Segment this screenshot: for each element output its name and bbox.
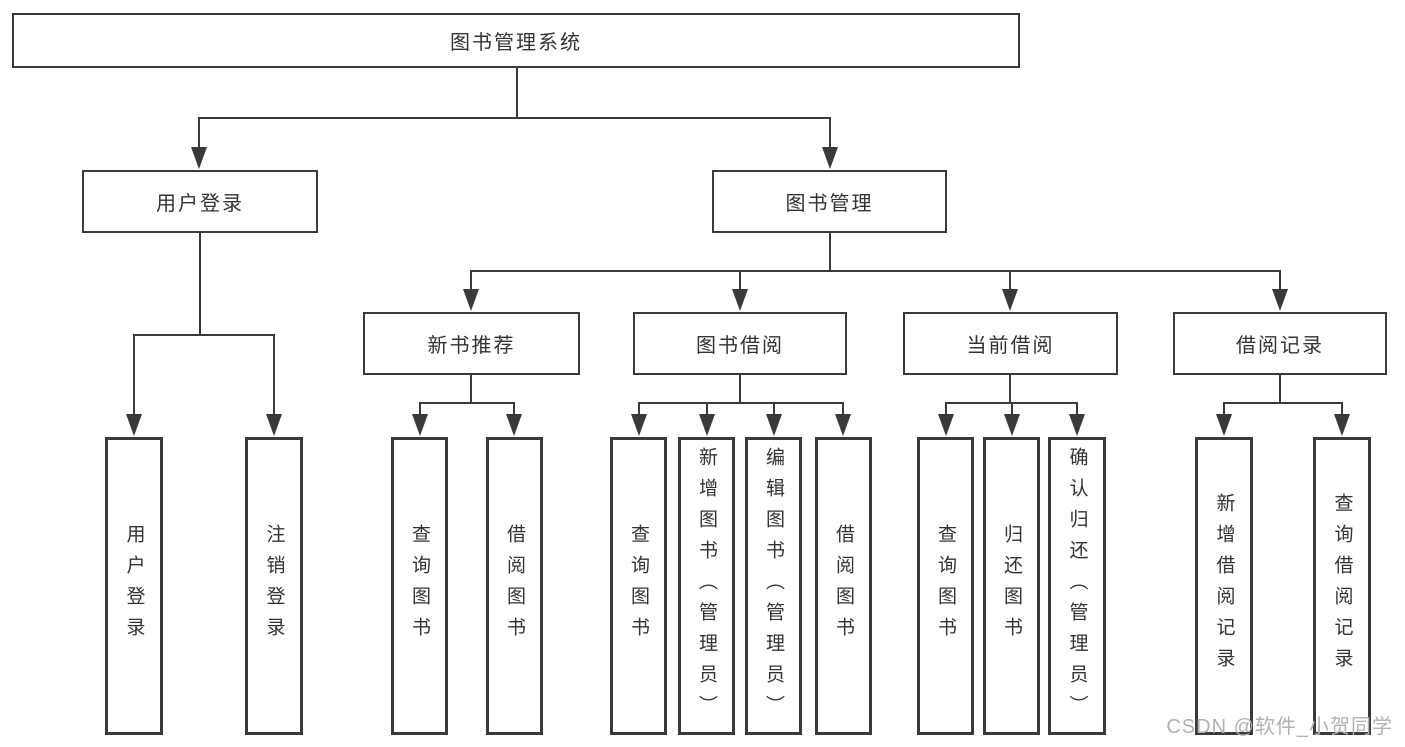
- leaf-query-books-borrow: 查询图书: [610, 437, 667, 735]
- leaf-logout: 注销登录: [245, 437, 303, 735]
- csdn-watermark: CSDN @软件_小贺同学: [1166, 716, 1393, 738]
- leaf-add-borrow-record: 新增借阅记录: [1195, 437, 1253, 735]
- node-library-management-system: 图书管理系统: [12, 13, 1020, 68]
- leaf-query-borrow-record: 查询借阅记录: [1313, 437, 1371, 735]
- node-book-borrow: 图书借阅: [633, 312, 847, 375]
- node-book-management: 图书管理: [712, 170, 947, 233]
- node-new-book-recommend: 新书推荐: [363, 312, 580, 375]
- leaf-user-login: 用户登录: [105, 437, 163, 735]
- node-borrow-record: 借阅记录: [1173, 312, 1387, 375]
- node-current-borrow: 当前借阅: [903, 312, 1118, 375]
- leaf-borrow-books-recommend: 借阅图书: [486, 437, 543, 735]
- leaf-query-books-recommend: 查询图书: [391, 437, 448, 735]
- leaf-return-books: 归还图书: [983, 437, 1040, 735]
- leaf-query-books-current: 查询图书: [917, 437, 974, 735]
- arrowheads: [126, 147, 1350, 436]
- edge-lines: [133, 68, 1343, 417]
- leaf-borrow-books: 借阅图书: [815, 437, 872, 735]
- leaf-confirm-return-admin: 确认归还（管理员）: [1048, 437, 1106, 735]
- node-user-login: 用户登录: [82, 170, 318, 233]
- leaf-add-books-admin: 新增图书（管理员）: [678, 437, 735, 735]
- leaf-edit-books-admin: 编辑图书（管理员）: [745, 437, 802, 735]
